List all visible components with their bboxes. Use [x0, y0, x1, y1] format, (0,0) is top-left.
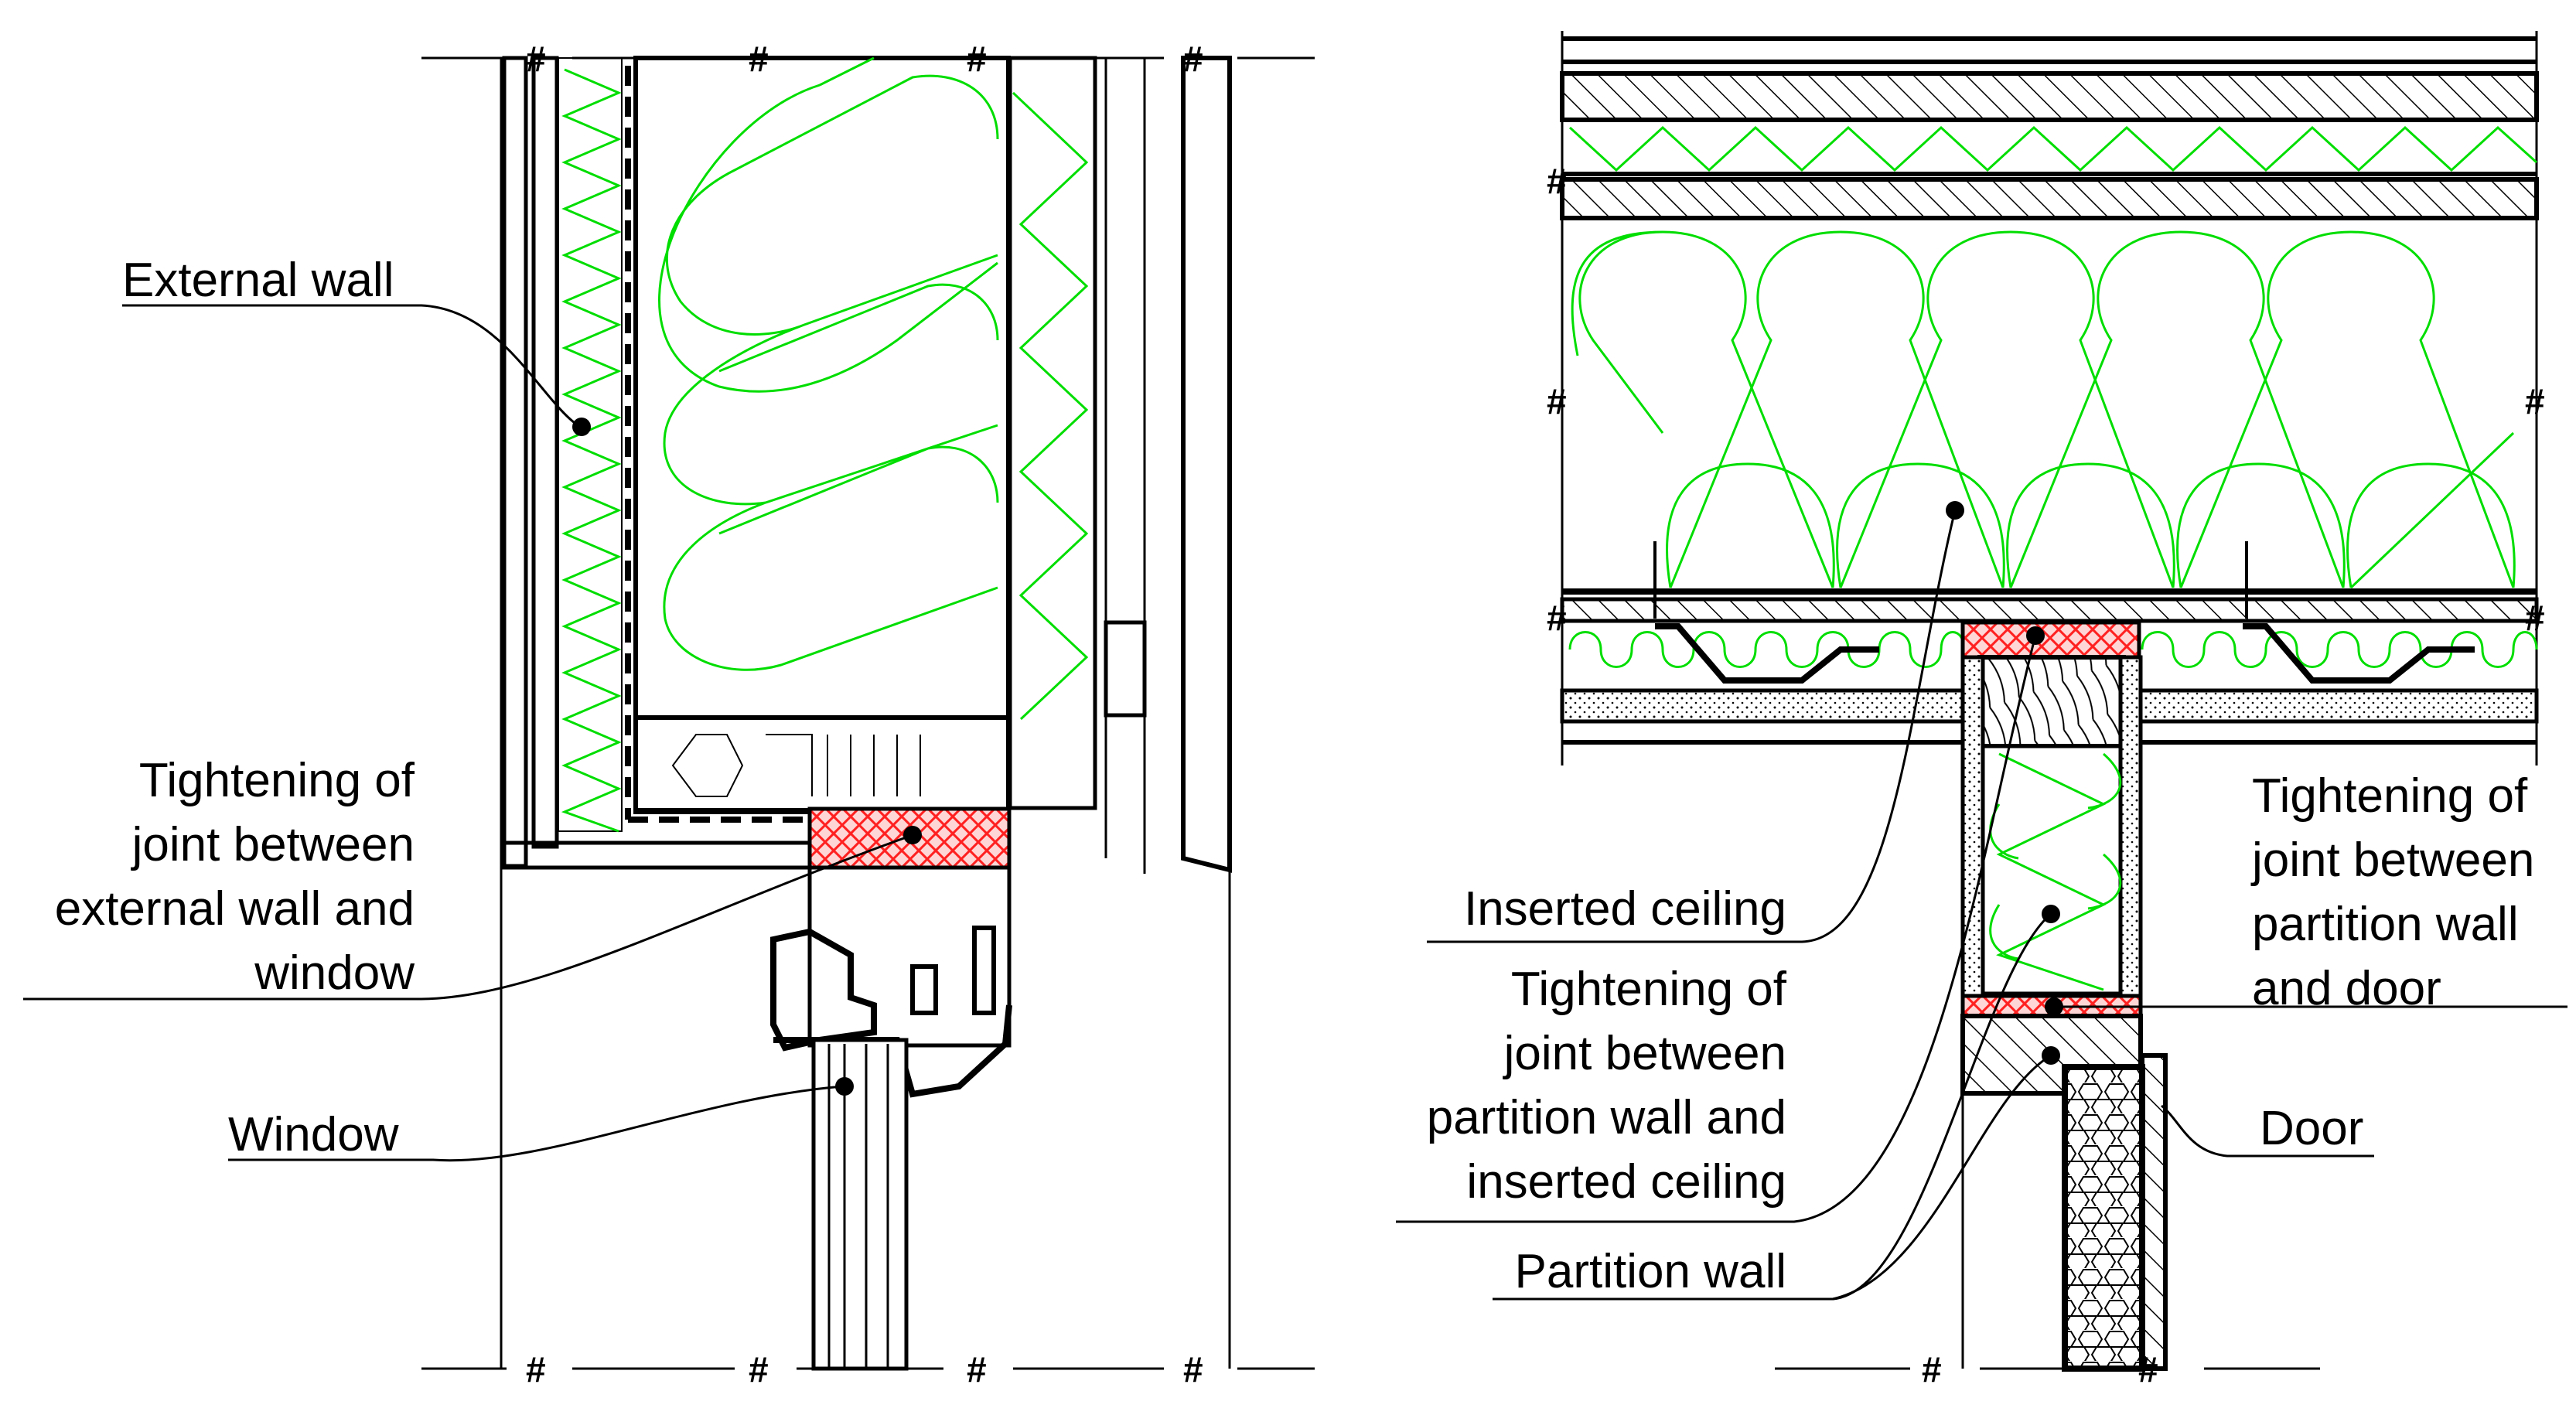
batten: [1104, 620, 1147, 718]
ceiling-small-wool: [1568, 631, 2538, 668]
leader-dot: [835, 1077, 854, 1096]
label-joint-wall-window-line2: joint between: [131, 818, 415, 871]
cladding-board: [1181, 56, 1232, 873]
break-mark: #: [1547, 381, 1567, 421]
leader-dot: [1946, 501, 1964, 520]
break-mark: #: [1547, 161, 1567, 201]
break-mark: #: [1183, 1349, 1203, 1389]
window-glazing: [811, 1038, 909, 1371]
joint-sealant-window: [807, 806, 1012, 870]
label-inserted-ceiling: Inserted ceiling: [1464, 882, 1786, 936]
joint-sealant-ceiling: [1960, 620, 2141, 660]
door-stop: [2140, 1053, 2168, 1371]
label-joint-wall-window-line4: window: [254, 946, 415, 1000]
leader-partition-wall-2: [1832, 1054, 2052, 1301]
label-joint-partition-ceiling-line2: joint between: [1503, 1027, 1786, 1080]
left-detail: # # # # # # # #: [23, 39, 1315, 1389]
break-mark: #: [2525, 381, 2545, 421]
sheathing: [1008, 56, 1097, 810]
mineral-wool-loops: [663, 74, 999, 671]
label-joint-wall-window-line3: external wall and: [55, 882, 415, 936]
door-leaf: [2062, 1064, 2145, 1372]
sill-plate: [633, 715, 1011, 813]
mineral-wool: [658, 56, 998, 393]
sill-texture: [671, 734, 921, 797]
break-mark: #: [1922, 1349, 1942, 1389]
floor-board-hatched: [1560, 71, 2539, 122]
right-detail: # # # # # # # Inserted ceiling Tightenin…: [1396, 31, 2567, 1389]
label-joint-wall-window-line1: Tightening of: [139, 754, 415, 807]
break-mark: #: [749, 1349, 769, 1389]
partition-board-right: [2118, 655, 2143, 1000]
label-joint-partition-ceiling-line3: partition wall and: [1427, 1091, 1786, 1144]
label-joint-partition-door-line3: partition wall: [2252, 898, 2519, 951]
leader-window: [228, 1085, 844, 1162]
ceiling-mineral-wool: [1571, 230, 2516, 589]
leader-dot: [903, 826, 922, 844]
leader-dot: [2045, 997, 2063, 1016]
leader-joint-wall-window: [23, 834, 913, 1001]
leader-dot: [2042, 905, 2060, 923]
insulation-zigzag-right: [1012, 91, 1089, 721]
break-mark: #: [526, 1349, 546, 1389]
leader-dot: [2026, 626, 2045, 645]
label-joint-partition-ceiling-line4: inserted ceiling: [1466, 1155, 1786, 1209]
label-joint-partition-door-line2: joint between: [2250, 834, 2534, 887]
floor-slab-hatched: [1560, 177, 2539, 220]
partition-top-plate: [1977, 655, 2126, 748]
floor-insulation-zigzag: [1568, 125, 2538, 172]
label-external-wall: External wall: [122, 254, 394, 307]
break-mark: #: [967, 1349, 987, 1389]
label-window: Window: [228, 1108, 399, 1161]
board-layer-inner: [531, 56, 559, 849]
insulation-zigzag: [561, 68, 622, 833]
ceiling-board-hatched: [1560, 597, 2539, 623]
leader-door: [2161, 1104, 2374, 1158]
leader-inserted-ceiling: [1427, 510, 1957, 943]
leader-dot: [2042, 1046, 2060, 1065]
leader-joint-partition-ceiling: [1396, 635, 2037, 1223]
label-joint-partition-ceiling-line1: Tightening of: [1511, 963, 1787, 1016]
insulation-board: [558, 57, 623, 832]
stud-cavity: [633, 56, 1011, 814]
hat-channel: [1655, 623, 2475, 684]
partition-board-left: [1960, 655, 1985, 1000]
label-partition-wall: Partition wall: [1515, 1245, 1786, 1298]
leader-dot: [572, 418, 591, 436]
label-door: Door: [2260, 1102, 2363, 1155]
board-layer-outer: [502, 56, 528, 868]
partition-wool: [1989, 752, 2122, 991]
break-mark: #: [1547, 598, 1567, 638]
break-mark: #: [2525, 598, 2545, 638]
label-joint-partition-door-line1: Tightening of: [2252, 769, 2528, 823]
leader-external-wall: [122, 304, 581, 428]
